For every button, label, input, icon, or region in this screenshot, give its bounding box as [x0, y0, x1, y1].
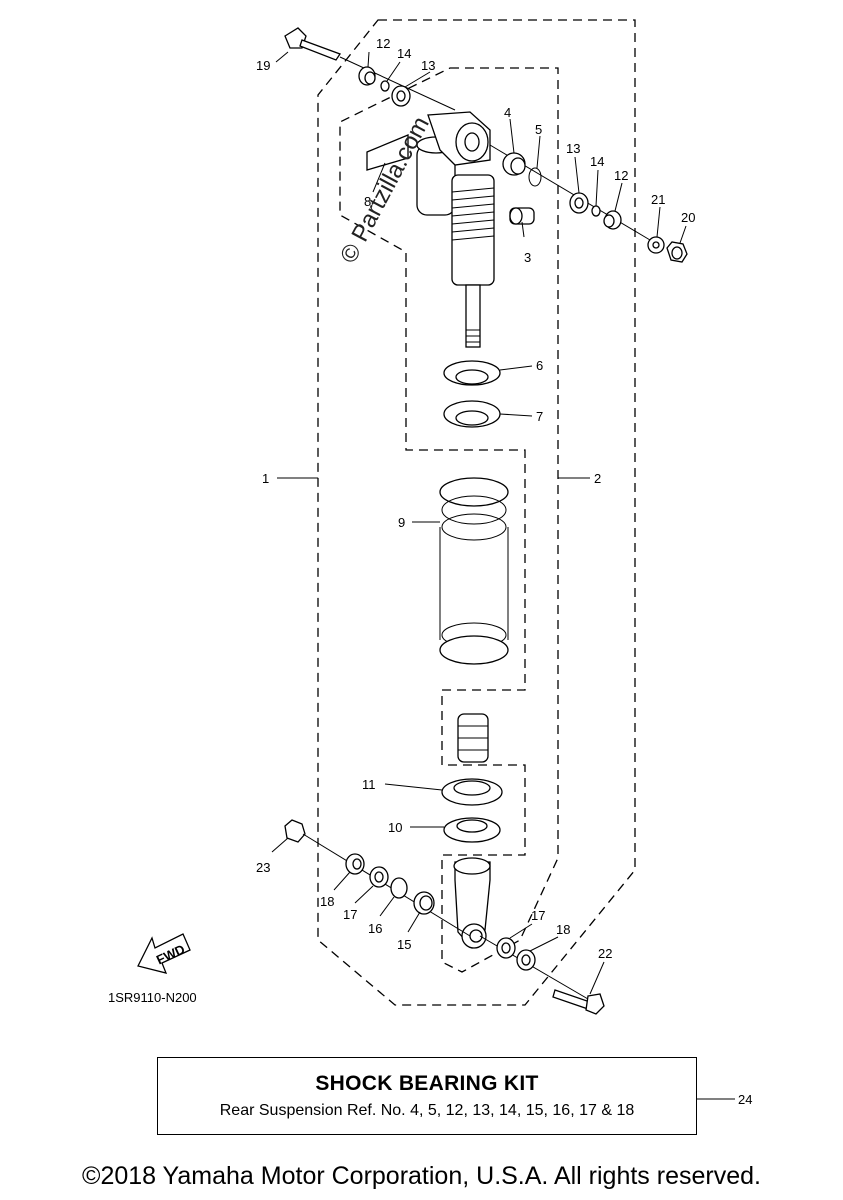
part-10-spring-seat	[443, 817, 501, 843]
fwd-arrow-icon: FWD	[137, 933, 191, 974]
part-12-collar-right	[603, 210, 622, 230]
part-11-spring-seat	[441, 778, 503, 806]
callout-17-left: 17	[343, 907, 357, 922]
part-12-collar-upper	[358, 66, 376, 86]
part-18-collar-left	[345, 853, 365, 875]
part-5-circlip	[528, 167, 542, 187]
part-17-seal-right	[496, 937, 516, 959]
diagram-code: 1SR9110-N200	[108, 990, 197, 1005]
callout-24: 24	[738, 1092, 752, 1107]
callout-13-upper: 13	[421, 58, 435, 73]
callout-21: 21	[651, 192, 665, 207]
part-reservoir	[416, 136, 456, 216]
callout-7: 7	[536, 409, 543, 424]
callout-15: 15	[397, 937, 411, 952]
callout-23: 23	[256, 860, 270, 875]
callout-22: 22	[598, 946, 612, 961]
callout-13-right: 13	[566, 141, 580, 156]
part-23-nut	[271, 819, 306, 853]
callout-2: 2	[594, 471, 601, 486]
callout-20: 20	[681, 210, 695, 225]
part-13-seal-upper	[391, 85, 411, 107]
part-14-oring-right	[591, 205, 601, 217]
kit-title: SHOCK BEARING KIT	[315, 1072, 539, 1095]
part-7-lock-nut	[443, 400, 501, 428]
shock-body	[451, 174, 495, 348]
callout-18-right: 18	[556, 922, 570, 937]
copyright-notice: ©2018 Yamaha Motor Corporation, U.S.A. A…	[82, 1162, 761, 1190]
shock-bearing-kit-box: SHOCK BEARING KIT Rear Suspension Ref. N…	[157, 1057, 697, 1135]
callout-8: 8	[364, 194, 371, 209]
callout-3: 3	[524, 250, 531, 265]
callout-16: 16	[368, 921, 382, 936]
callout-14-right: 14	[590, 154, 604, 169]
part-13-seal-right	[569, 192, 589, 214]
callout-9: 9	[398, 515, 405, 530]
part-6-ring-nut	[443, 360, 501, 386]
fwd-label: FWD	[154, 941, 187, 967]
callout-17-right: 17	[531, 908, 545, 923]
kit-description: Rear Suspension Ref. No. 4, 5, 12, 13, 1…	[219, 1102, 635, 1119]
part-17-seal-left	[369, 866, 389, 888]
callout-6: 6	[536, 358, 543, 373]
assembly-2-boundary	[339, 67, 559, 973]
part-3-adjuster	[509, 207, 535, 225]
callout-18-left: 18	[320, 894, 334, 909]
part-18-collar-right	[516, 949, 536, 971]
part-20-nut	[666, 241, 688, 263]
part-4-bearing	[502, 152, 526, 176]
callout-11: 11	[362, 777, 376, 792]
part-19-bolt	[275, 27, 456, 111]
part-14-oring-upper	[380, 80, 390, 92]
part-21-washer	[647, 236, 665, 254]
part-16-collar	[390, 877, 408, 899]
callout-19: 19	[256, 58, 270, 73]
callout-10: 10	[388, 820, 402, 835]
callout-12-right: 12	[614, 168, 628, 183]
shock-upper-head	[427, 111, 491, 166]
callout-4: 4	[504, 105, 511, 120]
part-bump-rubber	[457, 713, 489, 763]
assembly-1-boundary	[317, 19, 636, 1006]
part-22-bolt	[552, 989, 605, 1015]
callout-12-upper: 12	[376, 36, 390, 51]
part-8-label-sticker	[366, 134, 409, 193]
part-9-spring	[439, 477, 509, 665]
shock-lower-clevis	[453, 857, 491, 950]
part-15-bearing-lower	[413, 891, 435, 915]
callout-1: 1	[262, 471, 269, 486]
callout-5: 5	[535, 122, 542, 137]
callout-14-upper: 14	[397, 46, 411, 61]
